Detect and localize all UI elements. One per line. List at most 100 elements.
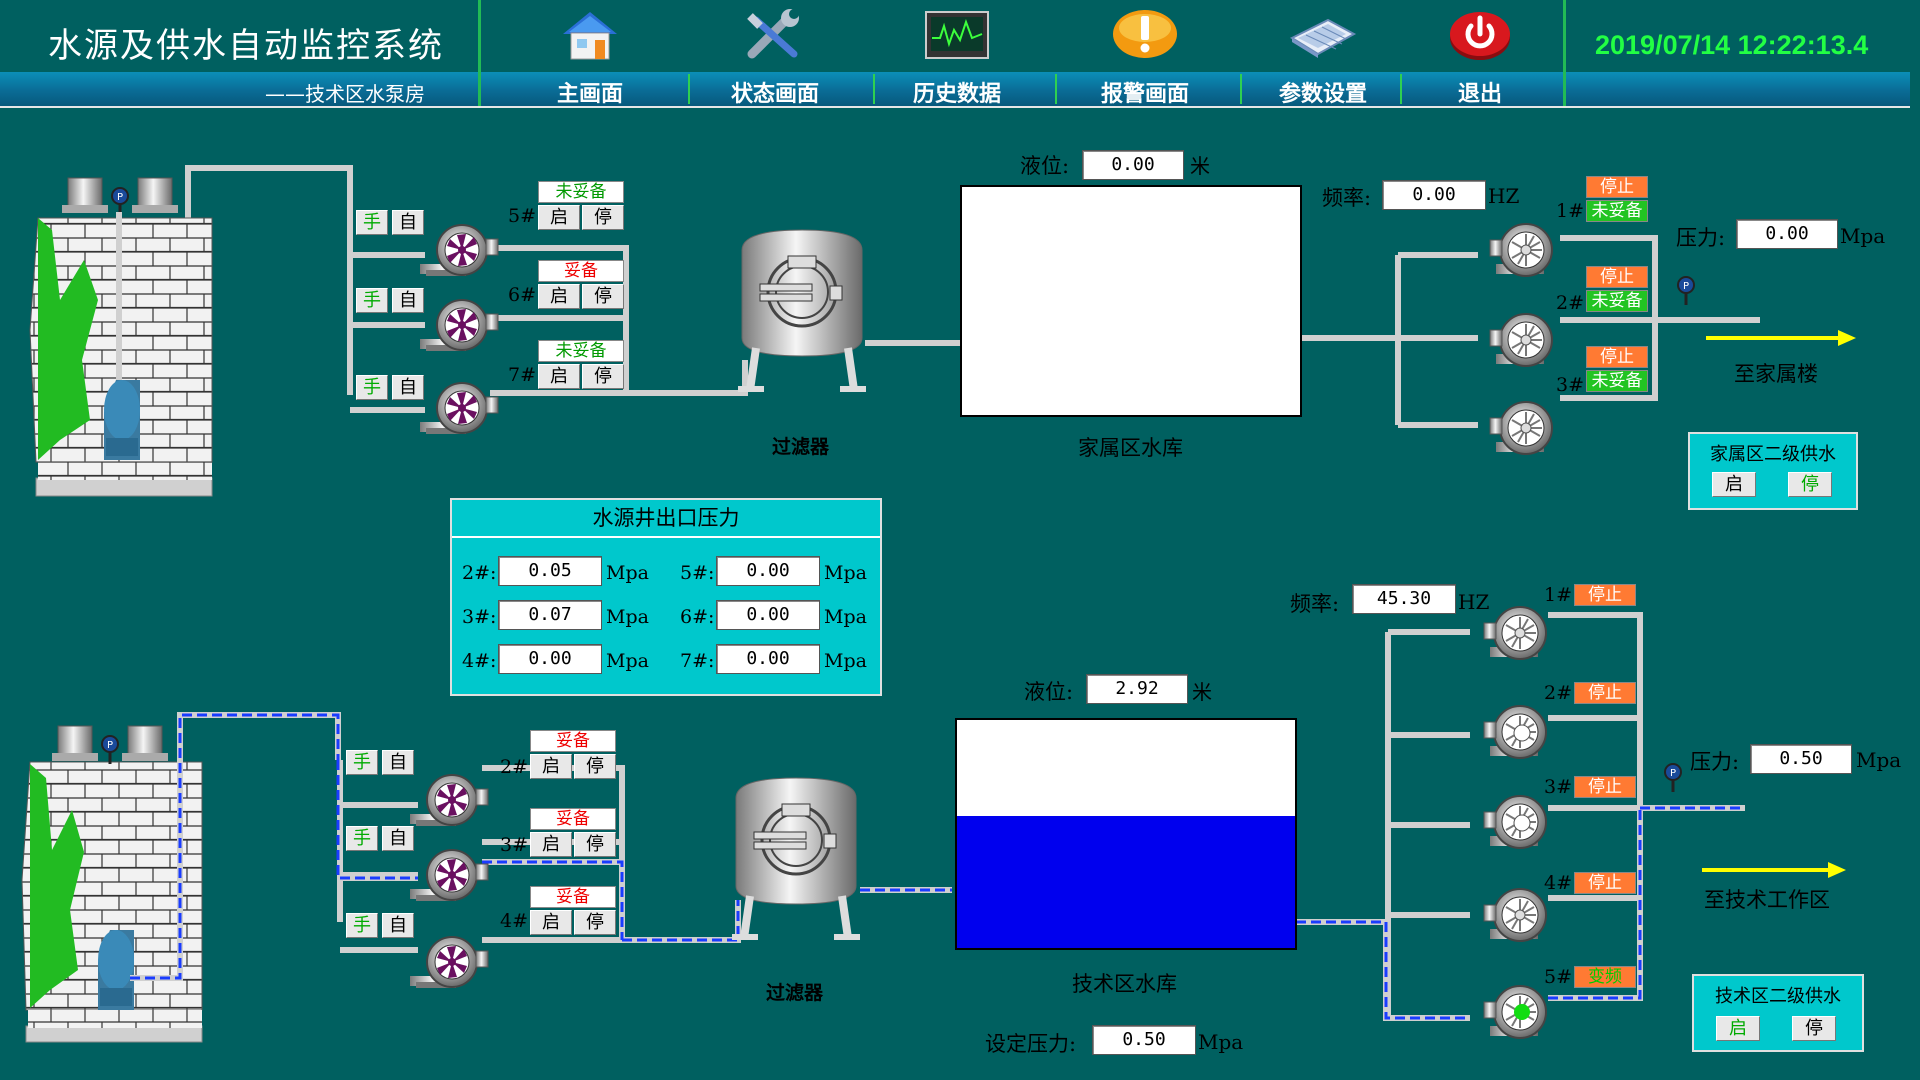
pump-status: 妥备 — [530, 730, 616, 752]
tech-area-tank — [955, 718, 1297, 950]
manual-button[interactable]: 手 — [356, 288, 388, 313]
tank-name: 技术区水库 — [1072, 972, 1177, 996]
keyboard-icon — [1289, 18, 1357, 58]
start-button[interactable]: 启 — [1716, 1016, 1760, 1041]
manual-button[interactable]: 手 — [346, 826, 378, 851]
nav-label: 主画面 — [556, 81, 623, 107]
panel-title: 水源井出口压力 — [452, 500, 880, 538]
pump-run-status: 停止 — [1586, 176, 1648, 198]
running-indicator — [1514, 1004, 1530, 1020]
pressure-value: 0.00 — [1736, 219, 1838, 249]
start-button[interactable]: 启 — [530, 832, 572, 857]
pump-run-status: 停止 — [1586, 346, 1648, 368]
auto-button[interactable]: 自 — [382, 750, 414, 775]
stop-button[interactable]: 停 — [574, 832, 616, 857]
header-bar: 水源及供水自动监控系统 ——技术区水泵房 主画面 状态画面 — [0, 0, 1920, 108]
app-subtitle: ——技术区水泵房 — [265, 82, 425, 106]
panel-title: 技术区二级供水 — [1715, 986, 1841, 1007]
family-secondary-supply-panel: 家属区二级供水 启 停 — [1688, 432, 1858, 510]
pump-status: 妥备 — [530, 886, 616, 908]
destination-label: 至家属楼 — [1734, 362, 1818, 386]
start-button[interactable]: 启 — [530, 910, 572, 935]
power-icon — [1450, 12, 1510, 60]
frequency-value: 0.00 — [1382, 180, 1486, 210]
nav-status-screen[interactable]: 状态画面 — [700, 0, 850, 107]
manual-button[interactable]: 手 — [346, 750, 378, 775]
nav-label: 退出 — [1457, 81, 1502, 107]
level-label: 液位: — [1020, 154, 1070, 178]
nav-alarm-screen[interactable]: 报警画面 — [1070, 0, 1220, 107]
well-id: 7#: — [680, 650, 715, 672]
pump-run-status: 停止 — [1574, 872, 1636, 894]
manual-button[interactable]: 手 — [356, 375, 388, 400]
pump-id: 4# — [1544, 872, 1573, 894]
frequency-value: 45.30 — [1352, 584, 1456, 614]
nav-parameter-settings[interactable]: 参数设置 — [1248, 0, 1398, 107]
auto-button[interactable]: 自 — [382, 826, 414, 851]
pump-id: 2# — [1556, 292, 1585, 314]
manual-button[interactable]: 手 — [356, 210, 388, 235]
unit: Mpa — [824, 606, 867, 628]
start-button[interactable]: 启 — [530, 754, 572, 779]
nav-divider — [1055, 74, 1057, 104]
stop-button[interactable]: 停 — [582, 205, 624, 230]
pressure-value: 0.50 — [1750, 744, 1852, 774]
pump-run-status: 变频 — [1574, 966, 1636, 988]
stop-button[interactable]: 停 — [582, 284, 624, 309]
pump-id: 2# — [500, 756, 529, 778]
unit: Mpa — [606, 562, 649, 584]
manual-button[interactable]: 手 — [346, 913, 378, 938]
header-divider — [1563, 0, 1566, 106]
filter-label: 过滤器 — [772, 436, 830, 458]
start-button[interactable]: 启 — [538, 364, 580, 389]
pump-ready-status: 未妥备 — [1586, 370, 1648, 392]
stop-button[interactable]: 停 — [582, 364, 624, 389]
auto-button[interactable]: 自 — [382, 913, 414, 938]
home-icon — [563, 12, 617, 60]
auto-button[interactable]: 自 — [392, 288, 424, 313]
pump-run-status: 停止 — [1586, 266, 1648, 288]
frequency-label: 频率: — [1322, 186, 1372, 210]
stop-button[interactable]: 停 — [1788, 472, 1832, 497]
pump-id: 1# — [1544, 584, 1573, 606]
nav-divider — [688, 74, 690, 104]
pump-ready-status: 未妥备 — [1586, 290, 1648, 312]
start-button[interactable]: 启 — [538, 205, 580, 230]
pump-id: 4# — [500, 910, 529, 932]
well-id: 6#: — [680, 606, 715, 628]
stop-button[interactable]: 停 — [1792, 1016, 1836, 1041]
pressure-label: 压力: — [1690, 750, 1740, 774]
nav-exit[interactable]: 退出 — [1405, 0, 1555, 107]
nav-label: 历史数据 — [912, 81, 1001, 107]
clock-readout: 2019/07/14 12:22:13.4 — [1595, 30, 1869, 60]
pump-id: 6# — [508, 284, 537, 306]
pump-status: 妥备 — [538, 260, 624, 282]
nav-main-screen[interactable]: 主画面 — [515, 0, 665, 107]
set-pressure-input[interactable]: 0.50 — [1092, 1025, 1196, 1055]
pump-run-status: 停止 — [1574, 776, 1636, 798]
pump-id: 3# — [1544, 776, 1573, 798]
well-id: 3#: — [462, 606, 497, 628]
pump-id: 3# — [1556, 374, 1585, 396]
nav-divider — [1400, 74, 1402, 104]
frequency-label: 频率: — [1290, 592, 1340, 616]
level-label: 液位: — [1024, 680, 1074, 704]
auto-button[interactable]: 自 — [392, 210, 424, 235]
well-id: 2#: — [462, 562, 497, 584]
stop-button[interactable]: 停 — [574, 910, 616, 935]
family-area-tank — [960, 185, 1302, 417]
level-value: 2.92 — [1086, 674, 1188, 704]
pressure-label: 压力: — [1676, 226, 1726, 250]
nav-divider — [873, 74, 875, 104]
pump-status: 未妥备 — [538, 181, 624, 203]
frequency-unit: HZ — [1458, 590, 1490, 614]
auto-button[interactable]: 自 — [392, 375, 424, 400]
nav-label: 参数设置 — [1278, 81, 1367, 107]
start-button[interactable]: 启 — [1712, 472, 1756, 497]
nav-history-data[interactable]: 历史数据 — [882, 0, 1032, 107]
frequency-unit: HZ — [1488, 184, 1520, 208]
stop-button[interactable]: 停 — [574, 754, 616, 779]
start-button[interactable]: 启 — [538, 284, 580, 309]
pump-status: 未妥备 — [538, 340, 624, 362]
level-unit: 米 — [1190, 154, 1210, 178]
